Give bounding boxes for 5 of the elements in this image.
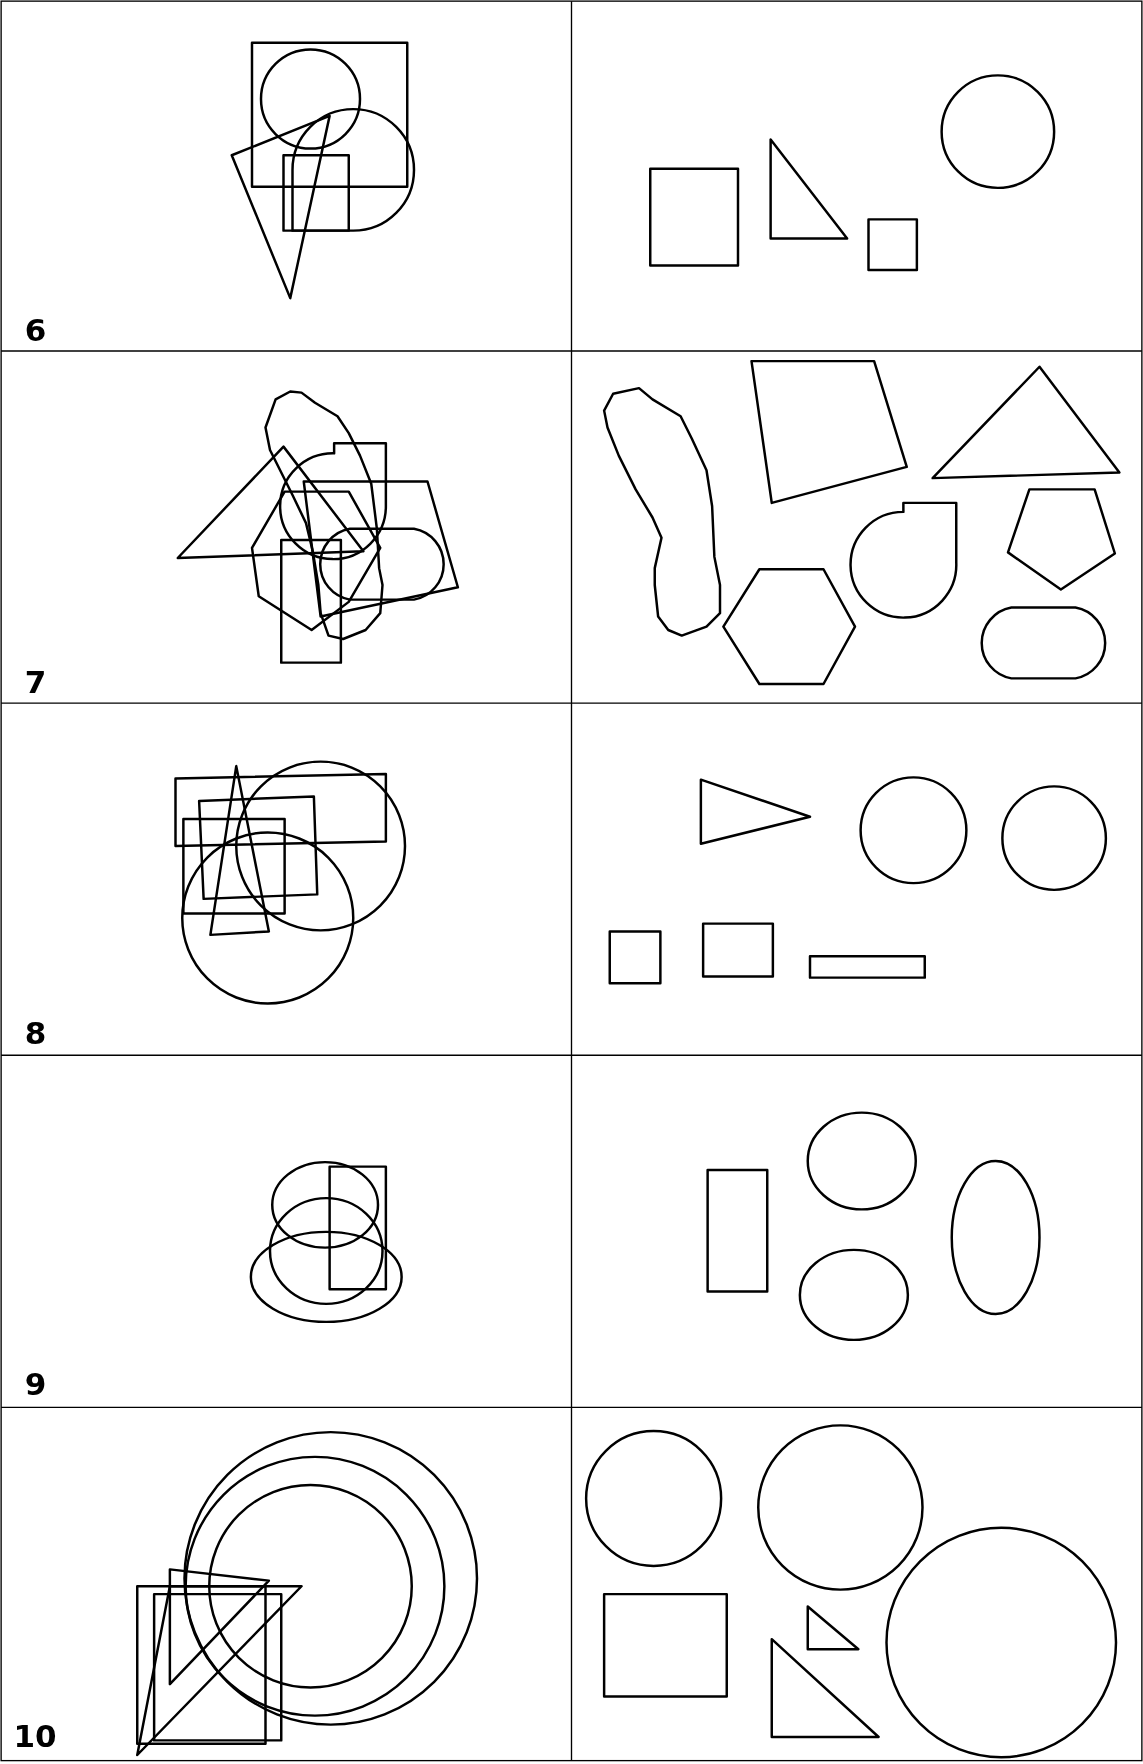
row-number: 7 <box>24 664 47 699</box>
row-number: 10 <box>13 1719 57 1753</box>
row-number: 8 <box>24 1015 47 1050</box>
row-number: 9 <box>24 1366 47 1401</box>
row-number: 6 <box>24 312 47 347</box>
